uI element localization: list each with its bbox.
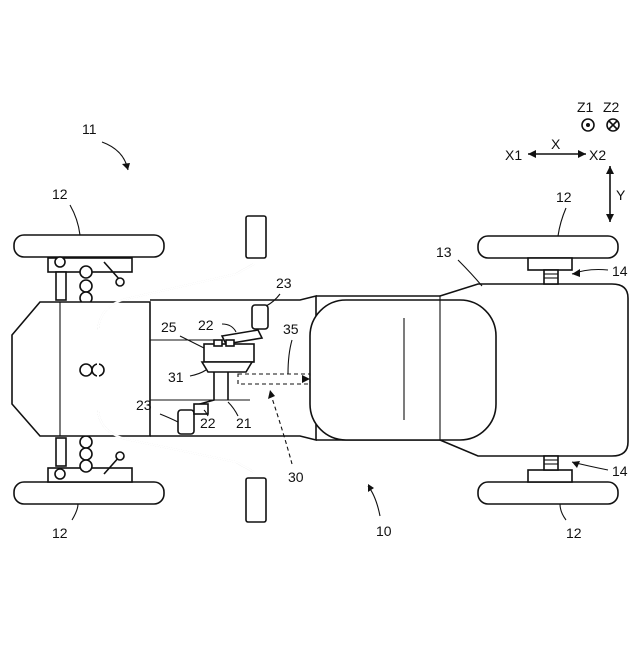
y-label: Y	[616, 187, 626, 203]
leader-23-lower	[160, 414, 178, 422]
leader-31	[190, 370, 206, 376]
unit-25	[202, 340, 254, 372]
ref-22-lower-label: 22	[200, 415, 216, 431]
leader-25	[180, 336, 204, 348]
ref-22-upper-label: 22	[198, 317, 214, 333]
ref-13-label: 13	[436, 244, 452, 260]
leader-12-front-lower	[72, 504, 78, 520]
ref-14-lower-label: 14	[612, 463, 628, 479]
seat	[310, 300, 496, 440]
ref-12-rear-upper-label: 12	[556, 189, 572, 205]
ref-35-label: 35	[283, 321, 299, 337]
ref-23-lower-label: 23	[136, 397, 152, 413]
z1-label: Z1	[577, 99, 594, 115]
upper-grip	[246, 216, 266, 258]
z2-into-page-icon	[607, 119, 619, 131]
ref-12-front-lower-label: 12	[52, 525, 68, 541]
x-label: X	[551, 136, 561, 152]
x2-label: X2	[589, 147, 606, 163]
ref-30-arrow-icon	[268, 390, 292, 464]
leader-12-rear-upper	[558, 208, 566, 236]
rear-upper-wheel	[478, 236, 618, 284]
rear-lower-wheel	[478, 456, 618, 504]
leader-21	[228, 402, 238, 416]
leader-35	[288, 340, 292, 374]
ref-11-arrow-icon	[102, 142, 130, 170]
ref-11-label: 11	[82, 121, 97, 137]
ref-14-upper-label: 14	[612, 263, 628, 279]
ref-21-label: 21	[236, 415, 252, 431]
leader-13	[458, 260, 482, 286]
front-chassis	[12, 302, 150, 436]
leader-22-upper	[222, 324, 236, 332]
ref-12-front-upper-label: 12	[52, 186, 68, 202]
ref-14-lower-arrow-icon	[572, 461, 608, 470]
ref-10-arrow-icon	[368, 484, 380, 516]
z1-dot-icon	[586, 123, 590, 127]
leader-12-front-upper	[70, 205, 80, 235]
ref-14-upper-arrow-icon	[572, 269, 608, 277]
ref-23-upper-label: 23	[276, 275, 292, 291]
z2-label: Z2	[603, 99, 620, 115]
ref-30-label: 30	[288, 469, 304, 485]
x1-label: X1	[505, 147, 522, 163]
ref-25-label: 25	[161, 319, 177, 335]
y-arrow-icon	[606, 166, 614, 222]
shaft-35	[238, 374, 310, 384]
pedal-upper	[252, 305, 268, 329]
ref-10-label: 10	[376, 523, 392, 539]
lower-grip	[246, 478, 266, 522]
ref-31-label: 31	[168, 369, 184, 385]
leader-12-rear-lower	[560, 504, 566, 520]
front-lower-wheel	[14, 468, 164, 504]
ref-12-rear-lower-label: 12	[566, 525, 582, 541]
